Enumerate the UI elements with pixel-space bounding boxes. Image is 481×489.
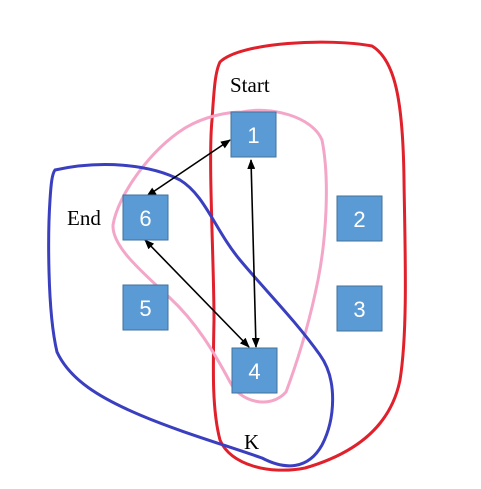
edge-6-4 (144, 239, 250, 348)
node-2-box (336, 195, 383, 242)
node-5: 5 (122, 284, 169, 331)
node-4-label: 4 (248, 359, 260, 384)
node-1: 1 (230, 111, 277, 158)
node-4-box (231, 347, 278, 394)
blue-region-outline (47, 163, 335, 468)
node-1-box (230, 111, 277, 158)
edges-layer (144, 139, 260, 348)
node-1-label: 1 (247, 123, 259, 148)
node-3-box (336, 285, 383, 332)
end-label: End (67, 206, 101, 230)
node-6-label: 6 (139, 206, 151, 231)
node-5-box (122, 284, 169, 331)
node-6-box (122, 194, 169, 241)
node-6: 6 (122, 194, 169, 241)
node-5-label: 5 (139, 296, 151, 321)
node-2-label: 2 (353, 207, 365, 232)
edge-1-6 (146, 139, 231, 197)
start-label: Start (230, 73, 270, 97)
node-2: 2 (336, 195, 383, 242)
red-region-outline (209, 40, 407, 472)
pink-region-outline (111, 108, 328, 404)
node-3-label: 3 (353, 297, 365, 322)
node-4: 4 (231, 347, 278, 394)
node-3: 3 (336, 285, 383, 332)
k-label: K (244, 430, 259, 454)
edge-1-4 (247, 159, 260, 348)
